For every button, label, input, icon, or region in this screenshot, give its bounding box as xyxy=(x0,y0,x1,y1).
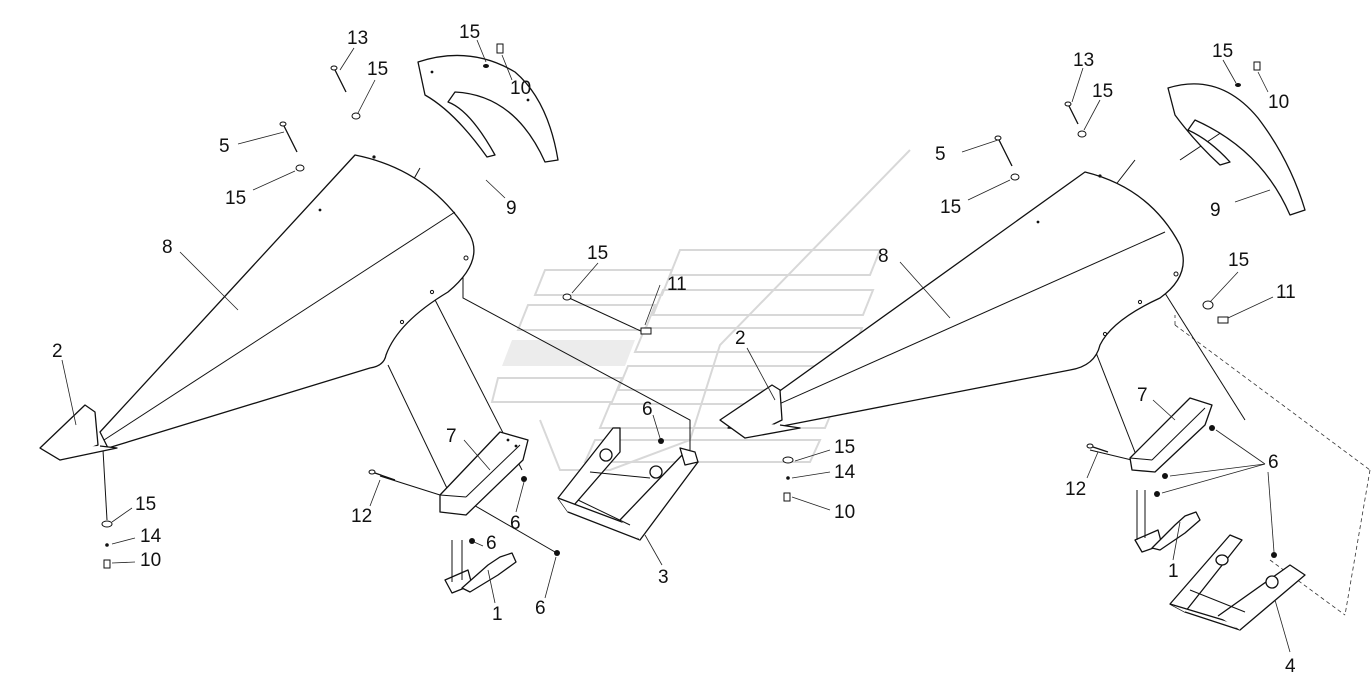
callout-15-right-b: 15 xyxy=(1212,41,1233,62)
nut-6-left-c xyxy=(554,550,560,556)
callout-3: 3 xyxy=(658,567,669,588)
bolt-13-right xyxy=(1064,101,1079,125)
left-assembly xyxy=(39,43,699,594)
hinge-part-1-right xyxy=(1134,490,1201,553)
callout-13-left: 13 xyxy=(347,28,368,49)
pin-12-left xyxy=(368,469,396,481)
washer-15-right-mid xyxy=(1010,173,1020,181)
callout-1-right: 1 xyxy=(1168,561,1179,582)
frame-part-4 xyxy=(1169,534,1306,631)
cover-part-8-left xyxy=(99,154,475,449)
callout-7-left: 7 xyxy=(446,426,457,447)
watermark-logo xyxy=(490,149,911,471)
lockwasher-14-left xyxy=(105,543,109,547)
bolt-13-left xyxy=(330,65,347,93)
callout-6-left-c: 6 xyxy=(535,598,546,619)
cover-part-8-right xyxy=(727,171,1184,431)
plate-part-9-right xyxy=(1167,83,1306,216)
washer-15-left-top xyxy=(351,112,361,120)
plate-part-9-left xyxy=(417,54,559,163)
hinge-part-1-left xyxy=(444,540,517,594)
callout-7-right: 7 xyxy=(1137,385,1148,406)
callout-12-left: 12 xyxy=(351,506,372,527)
callout-6-left-d: 6 xyxy=(642,399,653,420)
callout-6-left-a: 6 xyxy=(510,513,521,534)
callout-14-right: 14 xyxy=(834,462,856,483)
bolt-5-left xyxy=(279,121,298,153)
bolt-11-right xyxy=(1217,316,1229,324)
washer-15-left-topright xyxy=(483,64,489,68)
callout-1-left: 1 xyxy=(492,604,503,625)
callout-5-right: 5 xyxy=(935,144,946,165)
nut-6-left-d xyxy=(658,438,664,444)
callout-10-right-b: 10 xyxy=(834,502,855,523)
callout-8-right: 8 xyxy=(878,246,889,267)
callout-2-right: 2 xyxy=(735,328,746,349)
bolt-10-right-top xyxy=(1253,61,1261,71)
lockwasher-14-right xyxy=(786,476,790,480)
frame-part-3 xyxy=(557,427,699,541)
bolt-10-left-top xyxy=(496,43,504,54)
right-assembly xyxy=(719,61,1371,631)
callout-15-right-c: 15 xyxy=(940,197,961,218)
nut-6-right-c xyxy=(1154,491,1160,497)
callout-14-left: 14 xyxy=(140,526,162,547)
callout-15-left-e: 15 xyxy=(135,494,156,515)
callout-10-right-a: 10 xyxy=(1268,92,1289,113)
bolt-10-right-bottom xyxy=(783,492,791,502)
callout-6-right: 6 xyxy=(1268,452,1279,473)
callout-9-left: 9 xyxy=(506,198,517,219)
washer-15-right-topright xyxy=(1235,83,1241,87)
pin-12-right xyxy=(1086,443,1109,453)
callout-2-left: 2 xyxy=(52,341,63,362)
callout-15-left-d: 15 xyxy=(587,243,608,264)
nut-6-right-a xyxy=(1209,425,1215,431)
callout-15-left-b: 15 xyxy=(367,59,388,80)
callout-10-left-a: 10 xyxy=(510,78,531,99)
bracket-part-7-left xyxy=(439,431,529,516)
nut-6-right-d xyxy=(1271,552,1277,558)
nose-part-2-left xyxy=(39,404,118,461)
callout-11-left: 11 xyxy=(667,274,687,295)
callout-15-right-d: 15 xyxy=(1228,250,1249,271)
bracket-part-7-right xyxy=(1129,397,1213,473)
callout-5-left: 5 xyxy=(219,136,230,157)
washer-15-left-bottom xyxy=(101,520,113,528)
callout-11-right: 11 xyxy=(1276,282,1296,303)
bolt-10-left-bottom xyxy=(103,559,111,569)
nut-6-left-b xyxy=(469,538,475,544)
bolt-11-left xyxy=(640,327,652,335)
callout-15-left-a: 15 xyxy=(225,188,246,209)
callout-12-right: 12 xyxy=(1065,479,1086,500)
callout-15-right-e: 15 xyxy=(834,437,855,458)
washer-15-right-top xyxy=(1077,130,1087,138)
callout-6-left-b: 6 xyxy=(486,533,497,554)
nut-6-right-b xyxy=(1162,473,1168,479)
washer-15-right-11 xyxy=(1202,300,1214,310)
callout-9-right: 9 xyxy=(1210,200,1221,221)
leader-lines xyxy=(61,39,1291,653)
washer-15-right-bottom xyxy=(782,456,794,464)
washer-15-left-mid xyxy=(295,164,305,172)
callout-10-left-b: 10 xyxy=(140,550,161,571)
callout-15-right-a: 15 xyxy=(1092,81,1113,102)
washer-15-left-11 xyxy=(562,293,572,301)
nut-6-left-a xyxy=(521,476,527,482)
nose-part-2-right xyxy=(719,384,801,439)
callout-13-right: 13 xyxy=(1073,50,1094,71)
callout-labels: 2 8 5 15 13 15 15 10 9 15 11 7 12 6 6 6 … xyxy=(52,22,1296,677)
callout-15-left-c: 15 xyxy=(459,22,480,43)
callout-8-left: 8 xyxy=(162,237,173,258)
callout-4: 4 xyxy=(1285,656,1296,677)
